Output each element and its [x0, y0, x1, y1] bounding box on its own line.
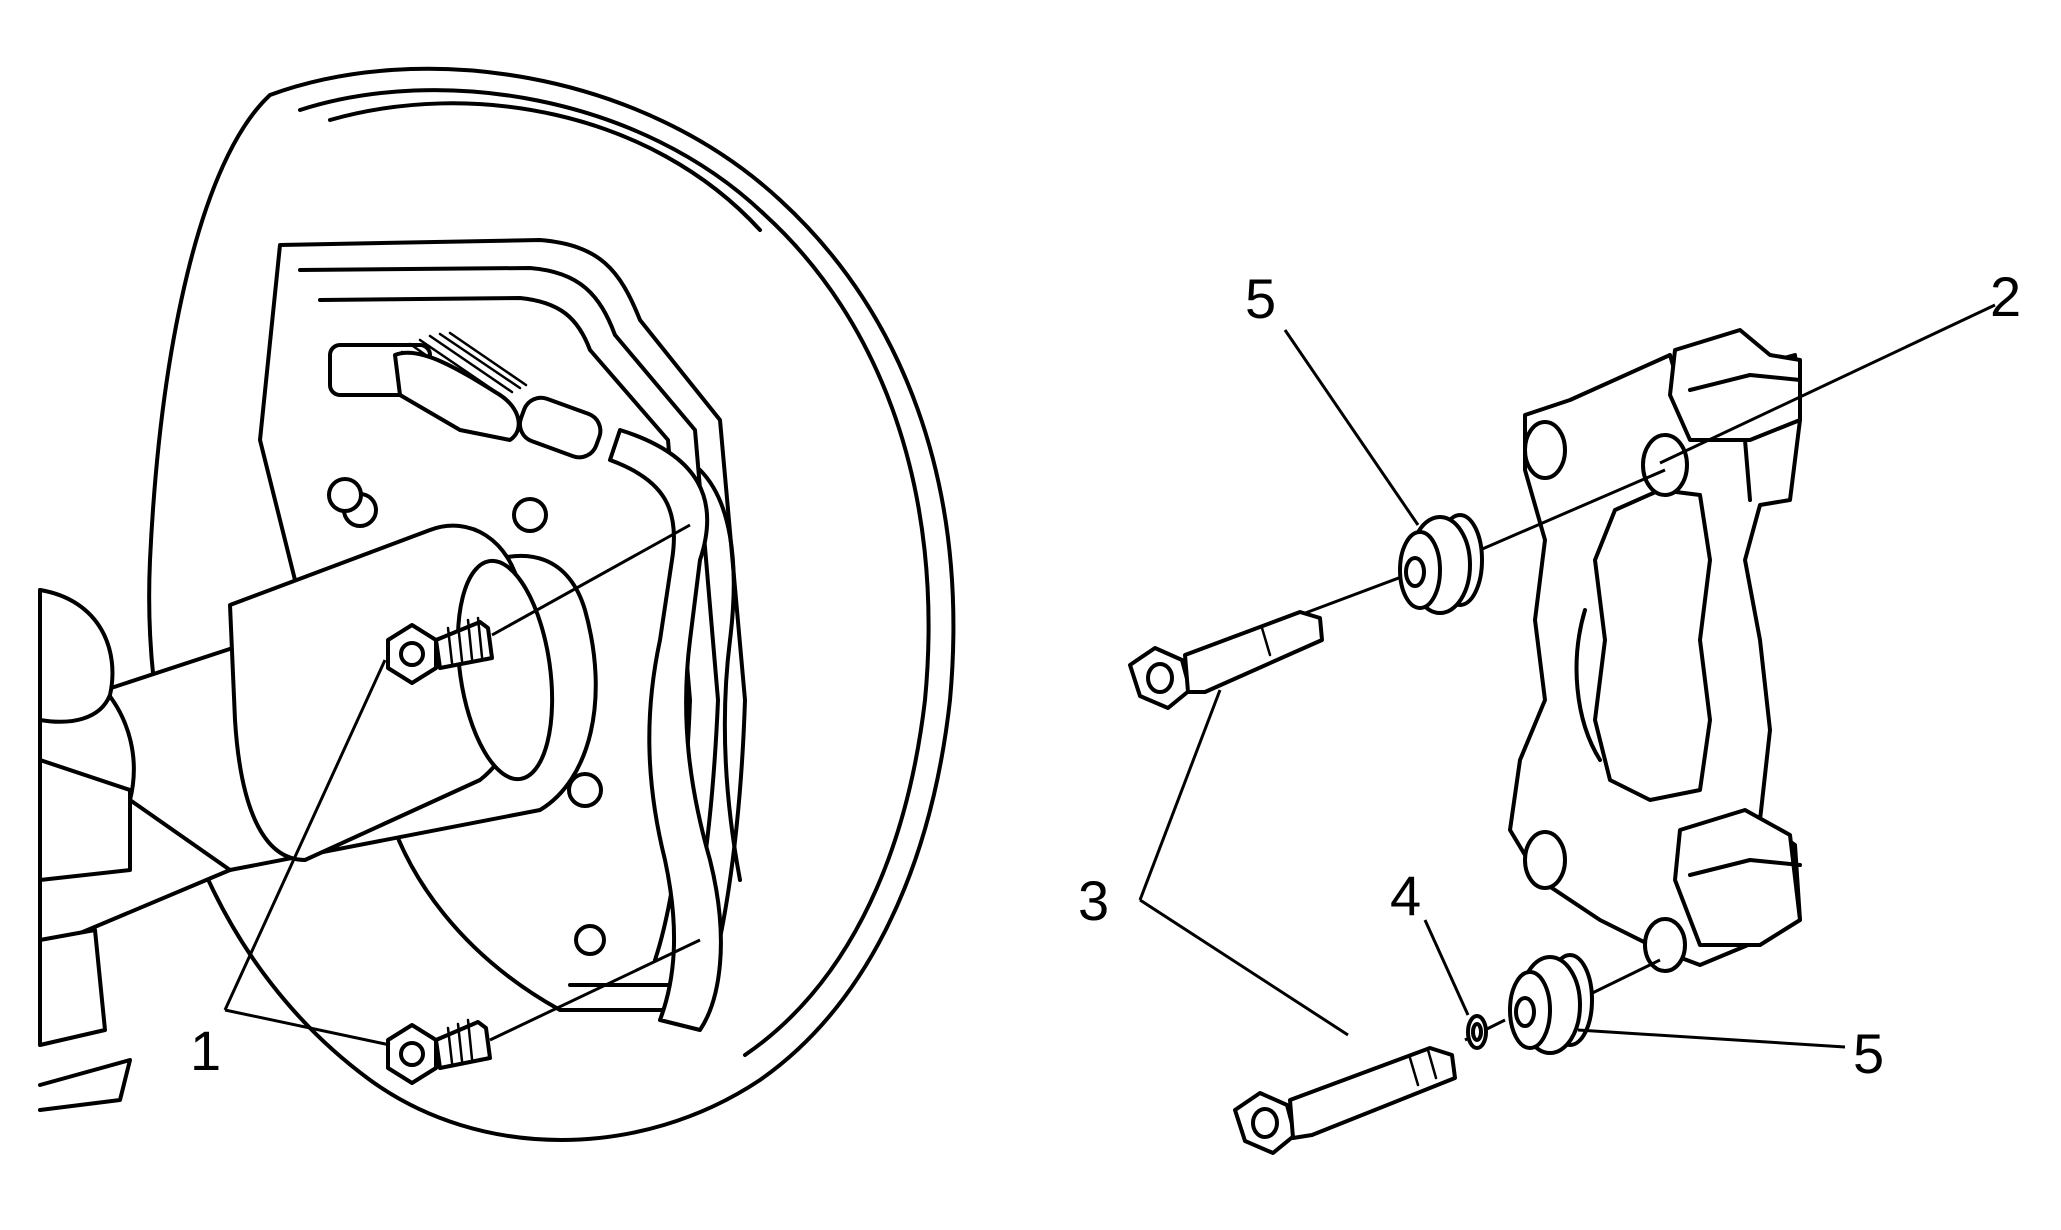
bolt-upper-left — [386, 616, 494, 685]
o-ring-seal — [1466, 1014, 1488, 1050]
brake-spring — [328, 331, 603, 460]
caliper-bracket — [1508, 328, 1802, 973]
bolt-lower-left — [386, 1018, 492, 1085]
guide-pin-bolt-upper — [1128, 610, 1324, 710]
callout-5-bottom-label: 5 — [1853, 1022, 1884, 1085]
callout-3-label: 3 — [1078, 869, 1109, 932]
callout-2-label: 2 — [1990, 265, 2021, 328]
bushing-upper — [1398, 513, 1484, 615]
guide-pin-bolt-lower — [1233, 1046, 1457, 1155]
bushing-lower — [1508, 953, 1594, 1055]
callout-5-top-label: 5 — [1245, 267, 1276, 330]
brake-shoe-web — [608, 428, 742, 1032]
callout-1-label: 1 — [190, 1019, 221, 1082]
callout-4-label: 4 — [1390, 864, 1421, 927]
